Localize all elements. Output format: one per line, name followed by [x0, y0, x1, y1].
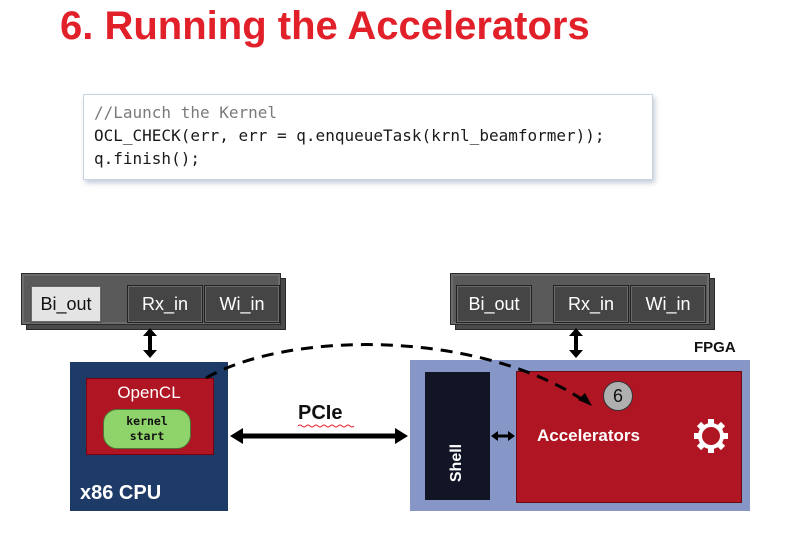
- pcie-arrow: [230, 428, 408, 444]
- kernel-launch-dashed-arrow: [205, 343, 587, 404]
- host-memory-cell-bi-out: Bi_out: [30, 285, 102, 323]
- cpu-label: x86 CPU: [80, 482, 162, 504]
- code-line-finish: q.finish();: [94, 149, 200, 168]
- fpga-memory-cell-rx-in: Rx_in: [553, 285, 629, 323]
- kernel-start-node: kernel start: [103, 409, 191, 449]
- shell-block: [425, 372, 490, 500]
- host-memory-cpu-arrow: [143, 328, 157, 358]
- fpga-memory-cell-bi-out: Bi_out: [456, 285, 532, 323]
- accelerators-label: Accelerators: [537, 426, 641, 445]
- fpga-memory-fpga-arrow: [569, 328, 583, 358]
- host-memory-cell-rx-in: Rx_in: [127, 285, 203, 323]
- shell-accelerators-arrow: [491, 431, 515, 441]
- code-line-enqueue: OCL_CHECK(err, err = q.enqueueTask(krnl_…: [94, 126, 605, 145]
- fpga-label: FPGA: [694, 339, 736, 356]
- pcie-underline-wavy: [297, 424, 355, 428]
- accelerators-block: [516, 371, 742, 503]
- opencl-label: OpenCL: [117, 383, 181, 402]
- pcie-label: PCIe: [298, 402, 343, 424]
- code-snippet: //Launch the Kernel OCL_CHECK(err, err =…: [83, 94, 653, 180]
- step-badge: 6: [603, 381, 633, 411]
- slide-title: 6. Running the Accelerators: [60, 4, 590, 48]
- kernel-launch-arrowhead: [578, 393, 592, 406]
- gear-icon: [694, 419, 728, 453]
- fpga-memory-cell-wi-in: Wi_in: [630, 285, 706, 323]
- kernel-start-line2: start: [129, 429, 165, 443]
- kernel-start-line1: kernel: [126, 414, 168, 428]
- code-comment: //Launch the Kernel: [94, 103, 278, 122]
- host-memory-cell-wi-in: Wi_in: [204, 285, 280, 323]
